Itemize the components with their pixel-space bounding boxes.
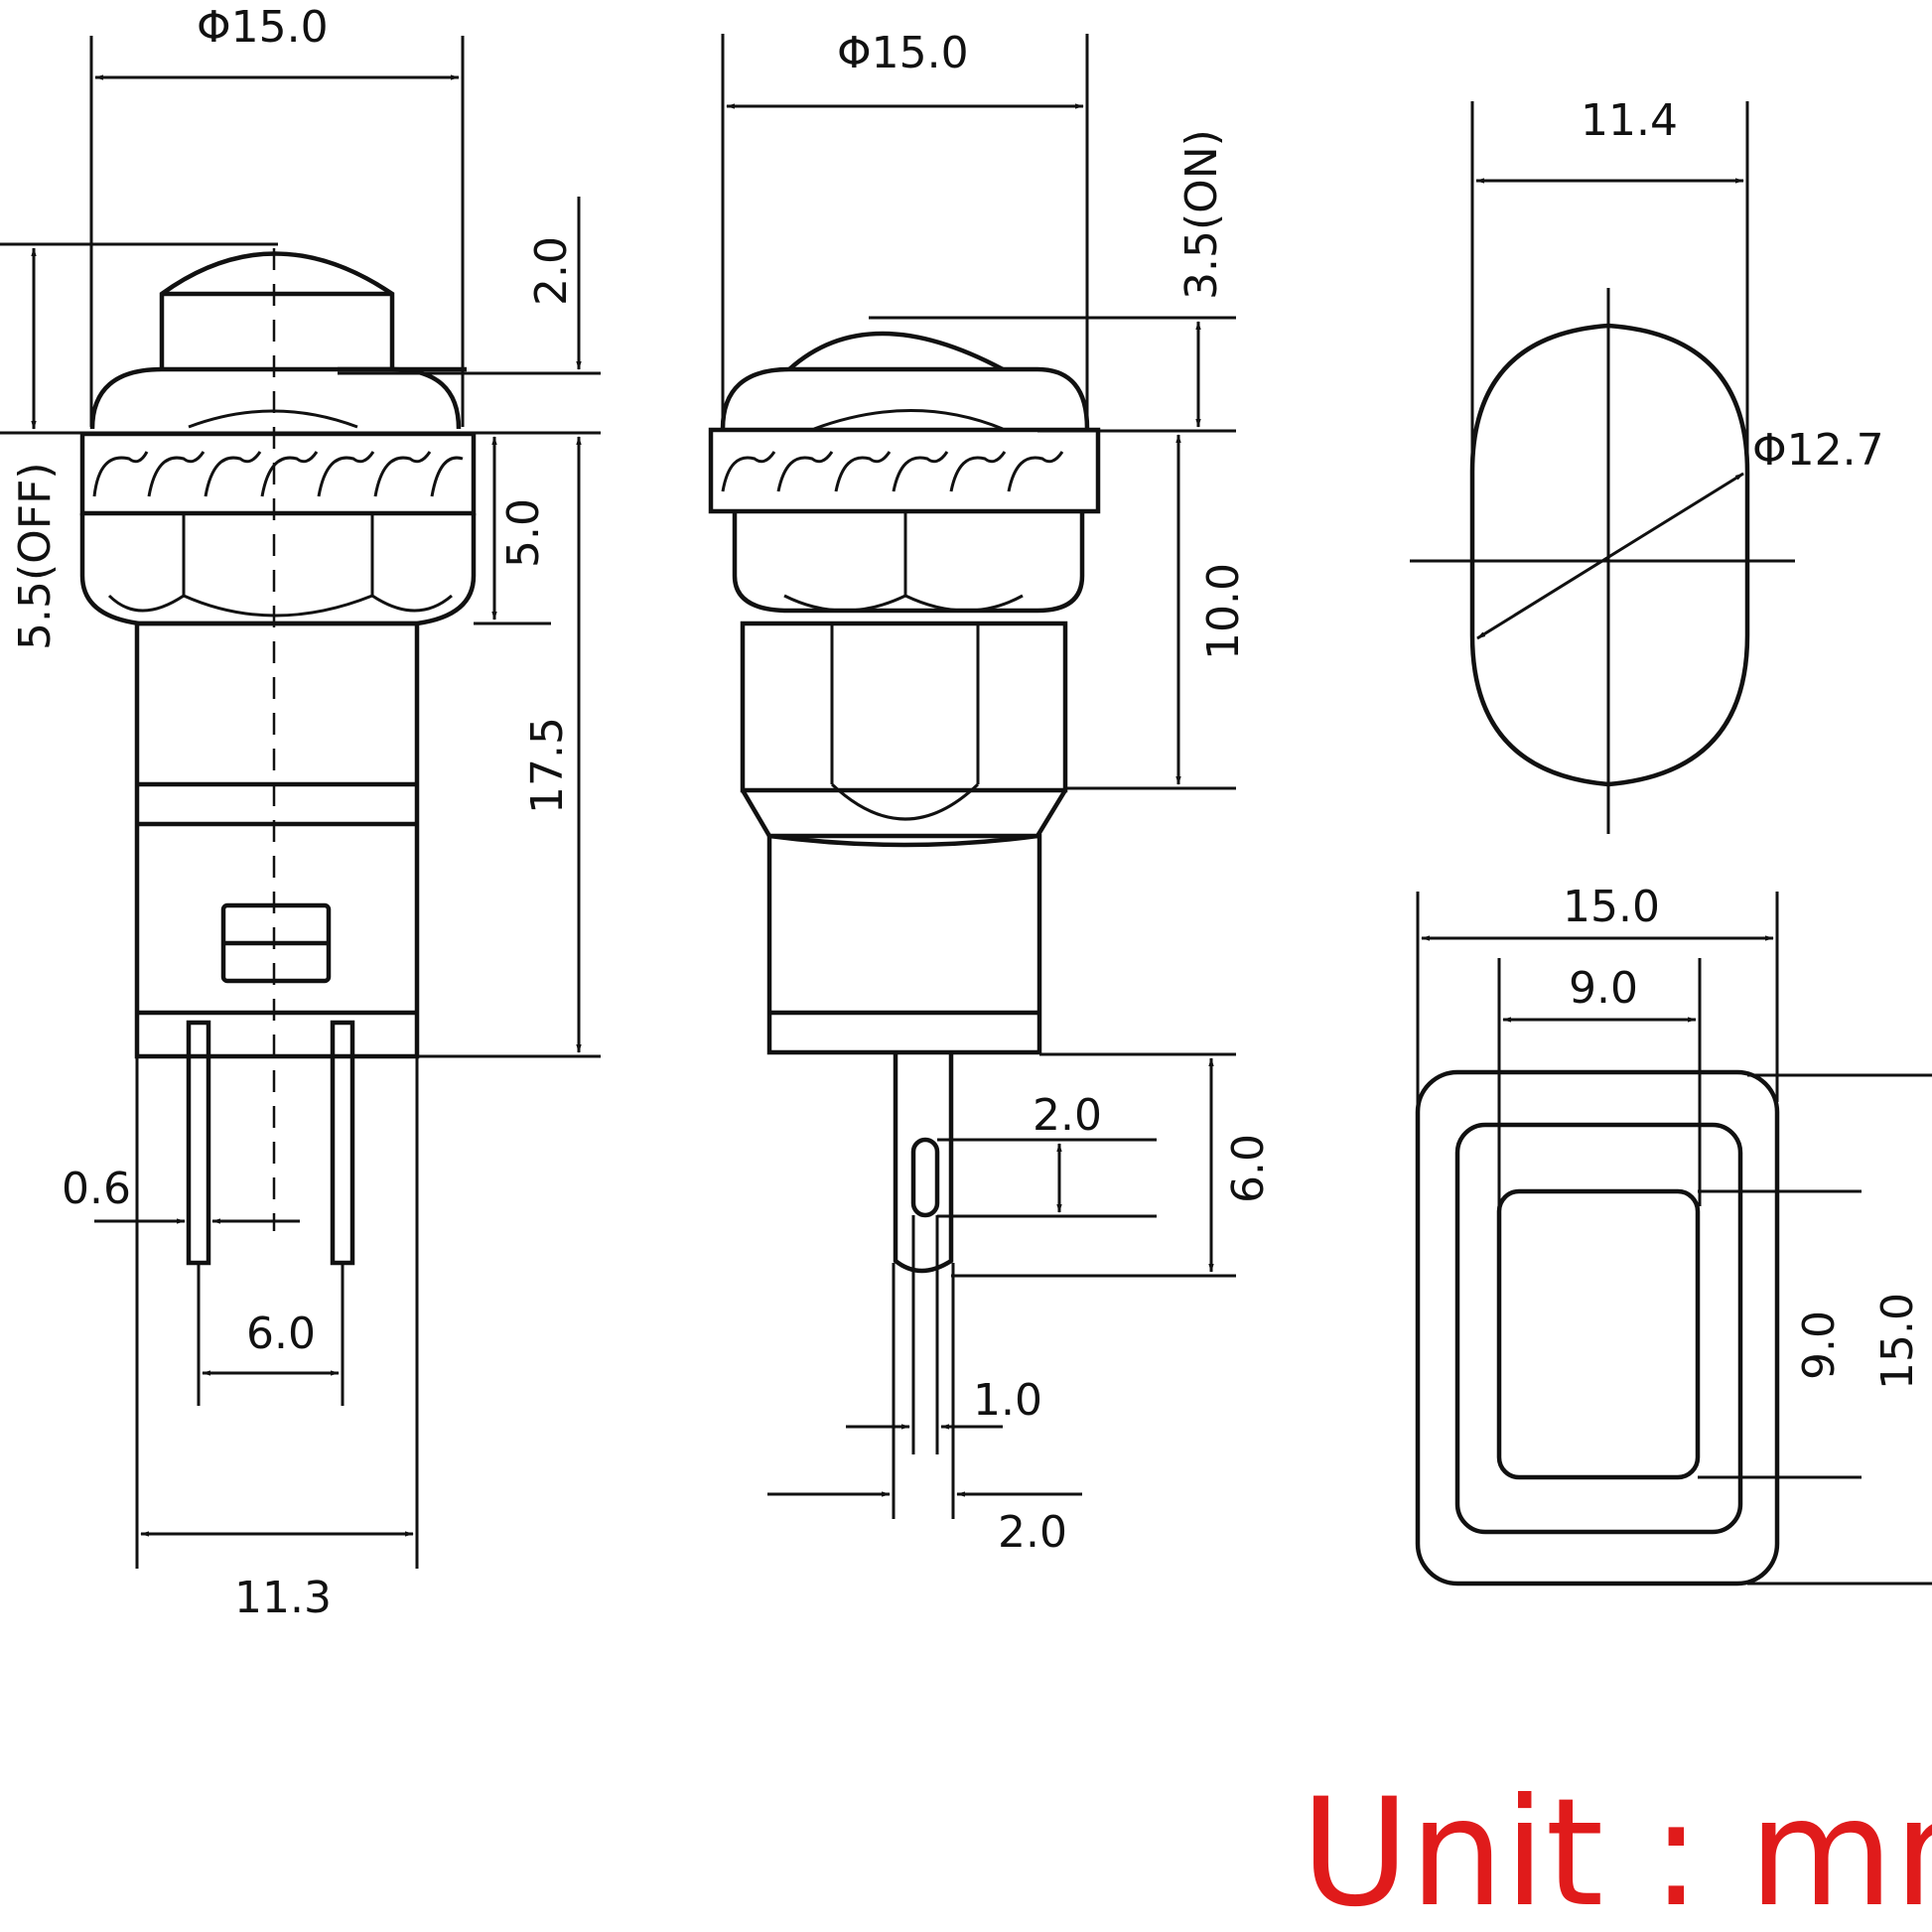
label-side-diameter: Φ15.0 xyxy=(197,2,329,53)
dimension-labels: Φ15.0 2.0 5.5(OFF) 5.0 17.5 0.6 6.0 11.3… xyxy=(10,2,1932,1932)
label-side-flange-height: 5.0 xyxy=(498,498,549,568)
label-front-pin-length: 6.0 xyxy=(1223,1134,1274,1203)
label-side-pin-width: 0.6 xyxy=(62,1164,131,1214)
label-side-body-width: 11.3 xyxy=(234,1573,332,1623)
label-square-inner-width: 9.0 xyxy=(1569,963,1638,1014)
front-pin-slot xyxy=(910,1137,940,1218)
front-knurled-ring xyxy=(708,427,1101,514)
square-view xyxy=(1415,892,1932,1587)
side-hex-nut xyxy=(79,513,477,626)
label-square-outer-height: 15.0 xyxy=(1872,1293,1923,1390)
side-knurled-ring xyxy=(79,431,477,516)
front-body xyxy=(766,833,1042,1055)
unit-label: Unit : mm xyxy=(1301,1767,1932,1932)
label-side-off-travel: 5.5(OFF) xyxy=(10,462,61,650)
side-view xyxy=(0,36,601,1569)
side-body xyxy=(134,621,420,1059)
label-side-body-height: 17.5 xyxy=(522,717,573,814)
label-front-nut-height: 10.0 xyxy=(1198,563,1249,660)
label-side-cap-height: 2.0 xyxy=(526,236,577,306)
top-view xyxy=(1410,101,1795,834)
oval-outline xyxy=(1469,323,1750,787)
label-front-pin-width: 2.0 xyxy=(998,1507,1067,1558)
side-bezel xyxy=(89,366,462,430)
label-top-diameter: Φ12.7 xyxy=(1752,425,1884,476)
label-square-inner-height: 9.0 xyxy=(1794,1311,1845,1380)
square-inner-button xyxy=(1496,1188,1701,1480)
label-square-outer-width: 15.0 xyxy=(1563,882,1660,932)
label-top-width: 11.4 xyxy=(1581,95,1678,146)
side-pin-right xyxy=(330,1020,355,1266)
front-bezel xyxy=(720,366,1090,430)
label-front-pin-thickness: 1.0 xyxy=(973,1375,1042,1426)
front-hex-nut xyxy=(740,621,1068,793)
front-upper-nut xyxy=(732,511,1085,614)
front-pin xyxy=(893,1052,954,1274)
side-pin-left xyxy=(186,1020,211,1266)
label-front-on-travel: 3.5(ON) xyxy=(1176,129,1227,300)
label-front-slot-height: 2.0 xyxy=(1033,1090,1102,1141)
square-outer-frame xyxy=(1415,1069,1780,1587)
front-dome xyxy=(787,331,1005,371)
label-side-pin-pitch: 6.0 xyxy=(246,1309,316,1359)
front-view xyxy=(708,34,1236,1519)
side-button-cap xyxy=(159,251,395,369)
square-middle-frame xyxy=(1454,1122,1743,1535)
label-front-diameter: Φ15.0 xyxy=(837,28,969,78)
